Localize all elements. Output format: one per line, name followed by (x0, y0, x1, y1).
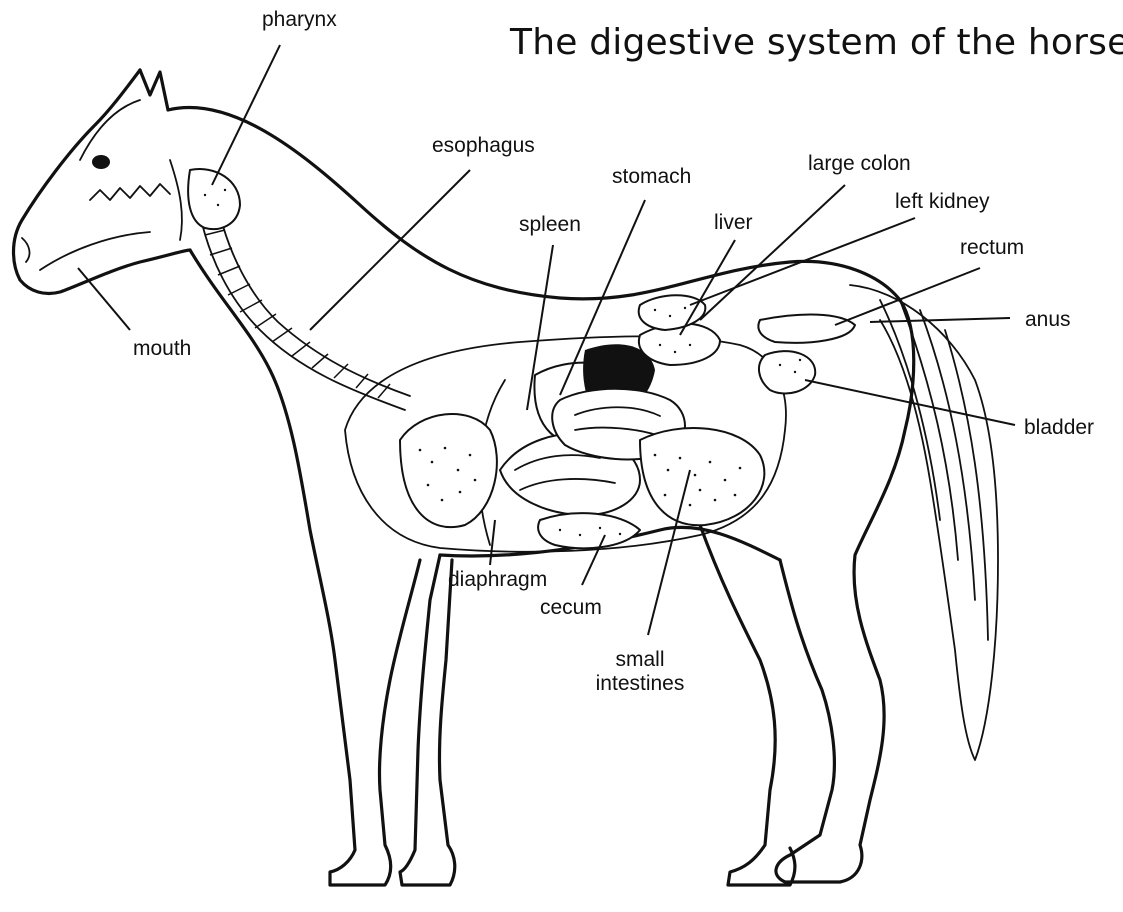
leader-mouth (78, 268, 130, 330)
label-rectum: rectum (960, 236, 1024, 260)
leader-bladder (805, 380, 1015, 425)
leader-pharynx (212, 45, 280, 185)
label-pharynx: pharynx (262, 8, 337, 32)
diagram-title: The digestive system of the horse. (510, 22, 1123, 63)
label-left-kidney: left kidney (895, 190, 990, 214)
label-liver: liver (714, 211, 753, 235)
cecum-shape (538, 513, 640, 548)
liver-shape (639, 324, 720, 365)
label-small-intestines-line1: small (585, 648, 695, 672)
small-intestines-shape (640, 428, 764, 525)
label-bladder: bladder (1024, 416, 1094, 440)
pharynx-shape (188, 169, 240, 229)
label-mouth: mouth (133, 337, 191, 361)
label-cecum: cecum (540, 596, 602, 620)
label-anus: anus (1025, 308, 1071, 332)
label-small-intestines-line2: intestines (585, 672, 695, 696)
leader-anus (870, 318, 1010, 322)
leader-liver (680, 240, 735, 335)
label-small-intestines: small intestines (585, 648, 695, 696)
label-stomach: stomach (612, 165, 691, 189)
label-large-colon: large colon (808, 152, 911, 176)
leader-diaphragm (490, 520, 495, 565)
label-diaphragm: diaphragm (448, 568, 547, 592)
thoracic-organ (400, 414, 497, 527)
bladder-shape (759, 351, 815, 393)
label-esophagus: esophagus (432, 134, 535, 158)
rectum-shape (758, 315, 855, 343)
tail (850, 285, 998, 760)
leader-esophagus (310, 170, 470, 330)
label-spleen: spleen (519, 213, 581, 237)
